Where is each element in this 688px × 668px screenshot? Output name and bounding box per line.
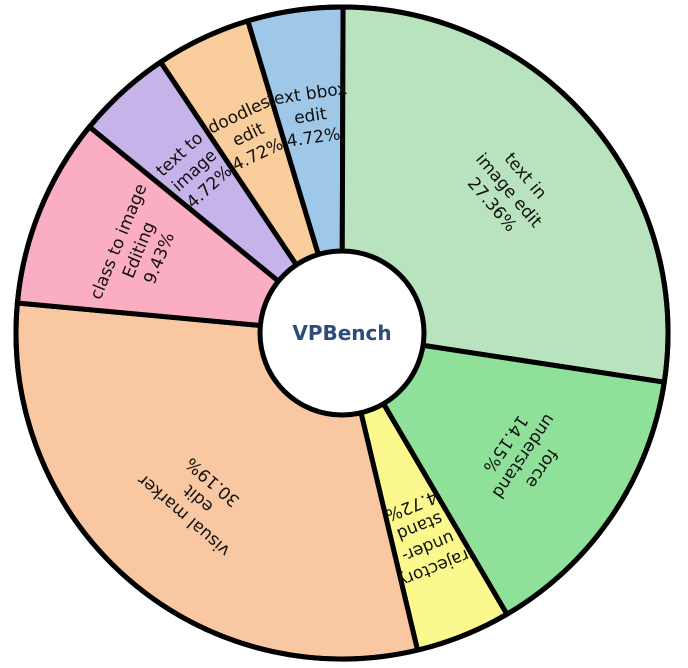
center-circle <box>257 248 427 418</box>
slice-label-line: edit <box>293 104 329 129</box>
center-label: VPBench <box>292 321 391 345</box>
outer-ring <box>13 4 671 662</box>
